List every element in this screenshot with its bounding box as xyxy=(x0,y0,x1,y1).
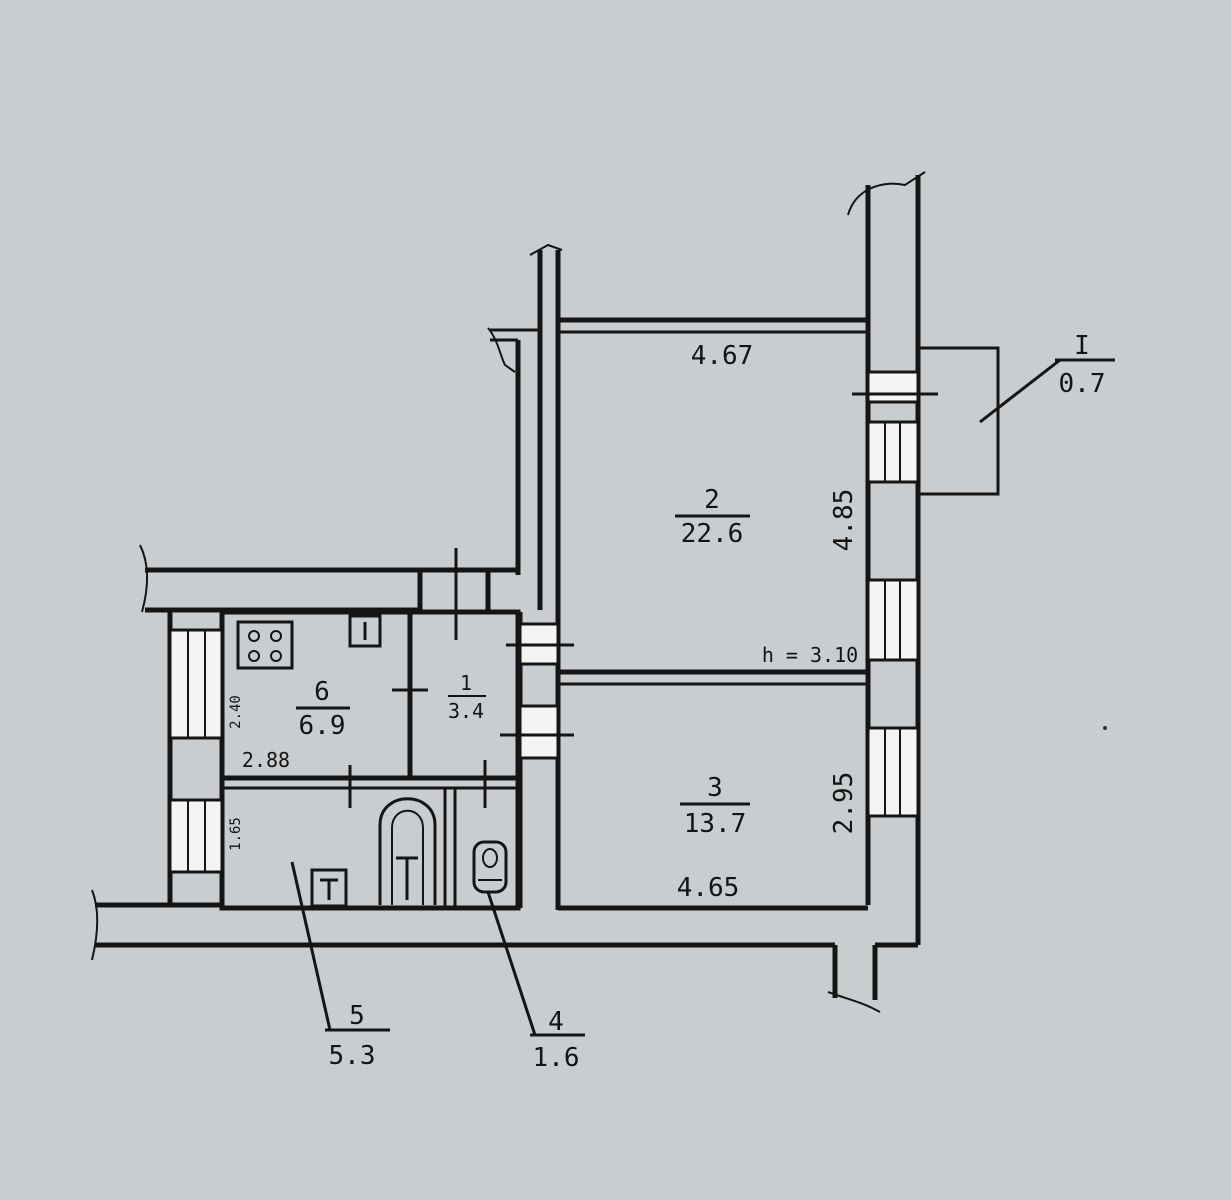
ceiling-height: h = 3.10 xyxy=(762,643,858,667)
fixtures xyxy=(236,614,508,908)
bath-depth: 1.65 xyxy=(228,817,244,851)
room-3-depth: 2.95 xyxy=(829,772,859,835)
room-5-number: 5 xyxy=(349,1001,365,1031)
doors xyxy=(348,688,487,808)
room-4-label: 4 1.6 xyxy=(486,891,585,1073)
ink-dot xyxy=(1103,726,1107,730)
balcony-area: 0.7 xyxy=(1059,369,1106,399)
room-4-number: 4 xyxy=(548,1007,564,1037)
room-2-number: 2 xyxy=(704,485,720,515)
room-2-width: 4.67 xyxy=(691,341,754,371)
room-5-area: 5.3 xyxy=(329,1041,376,1071)
windows xyxy=(168,370,938,874)
walls xyxy=(91,171,926,1013)
room-6-label: 6 6.9 xyxy=(296,677,350,741)
kitchen-width: 2.88 xyxy=(242,748,290,772)
room-5-label: 5 5.3 xyxy=(290,861,390,1071)
stove-icon xyxy=(236,620,294,670)
room-1-label: 1 3.4 xyxy=(448,671,486,723)
balcony: I 0.7 xyxy=(918,331,1115,496)
room-1-area: 3.4 xyxy=(448,699,484,723)
balcony-number: I xyxy=(1074,331,1090,361)
room-2-depth: 4.85 xyxy=(829,489,859,552)
bathtub-icon xyxy=(378,797,437,905)
room-3-width: 4.65 xyxy=(677,873,740,903)
room-1-number: 1 xyxy=(460,671,472,695)
room-6-number: 6 xyxy=(314,677,330,707)
toilet-icon xyxy=(472,840,508,894)
room-2-label: 2 22.6 xyxy=(675,485,750,549)
room-6-area: 6.9 xyxy=(299,711,346,741)
washbasin-icon xyxy=(310,868,348,908)
room-4-area: 1.6 xyxy=(533,1043,580,1073)
sink-icon xyxy=(348,614,382,648)
kitchen-depth: 2.40 xyxy=(228,695,244,729)
room-2-area: 22.6 xyxy=(681,519,744,549)
room-3-label: 3 13.7 xyxy=(680,773,750,839)
dimensions: 4.67 4.85 4.65 2.95 2.88 2.40 1.65 h = 3… xyxy=(228,341,859,903)
room-3-area: 13.7 xyxy=(684,809,747,839)
room-3-number: 3 xyxy=(707,773,723,803)
